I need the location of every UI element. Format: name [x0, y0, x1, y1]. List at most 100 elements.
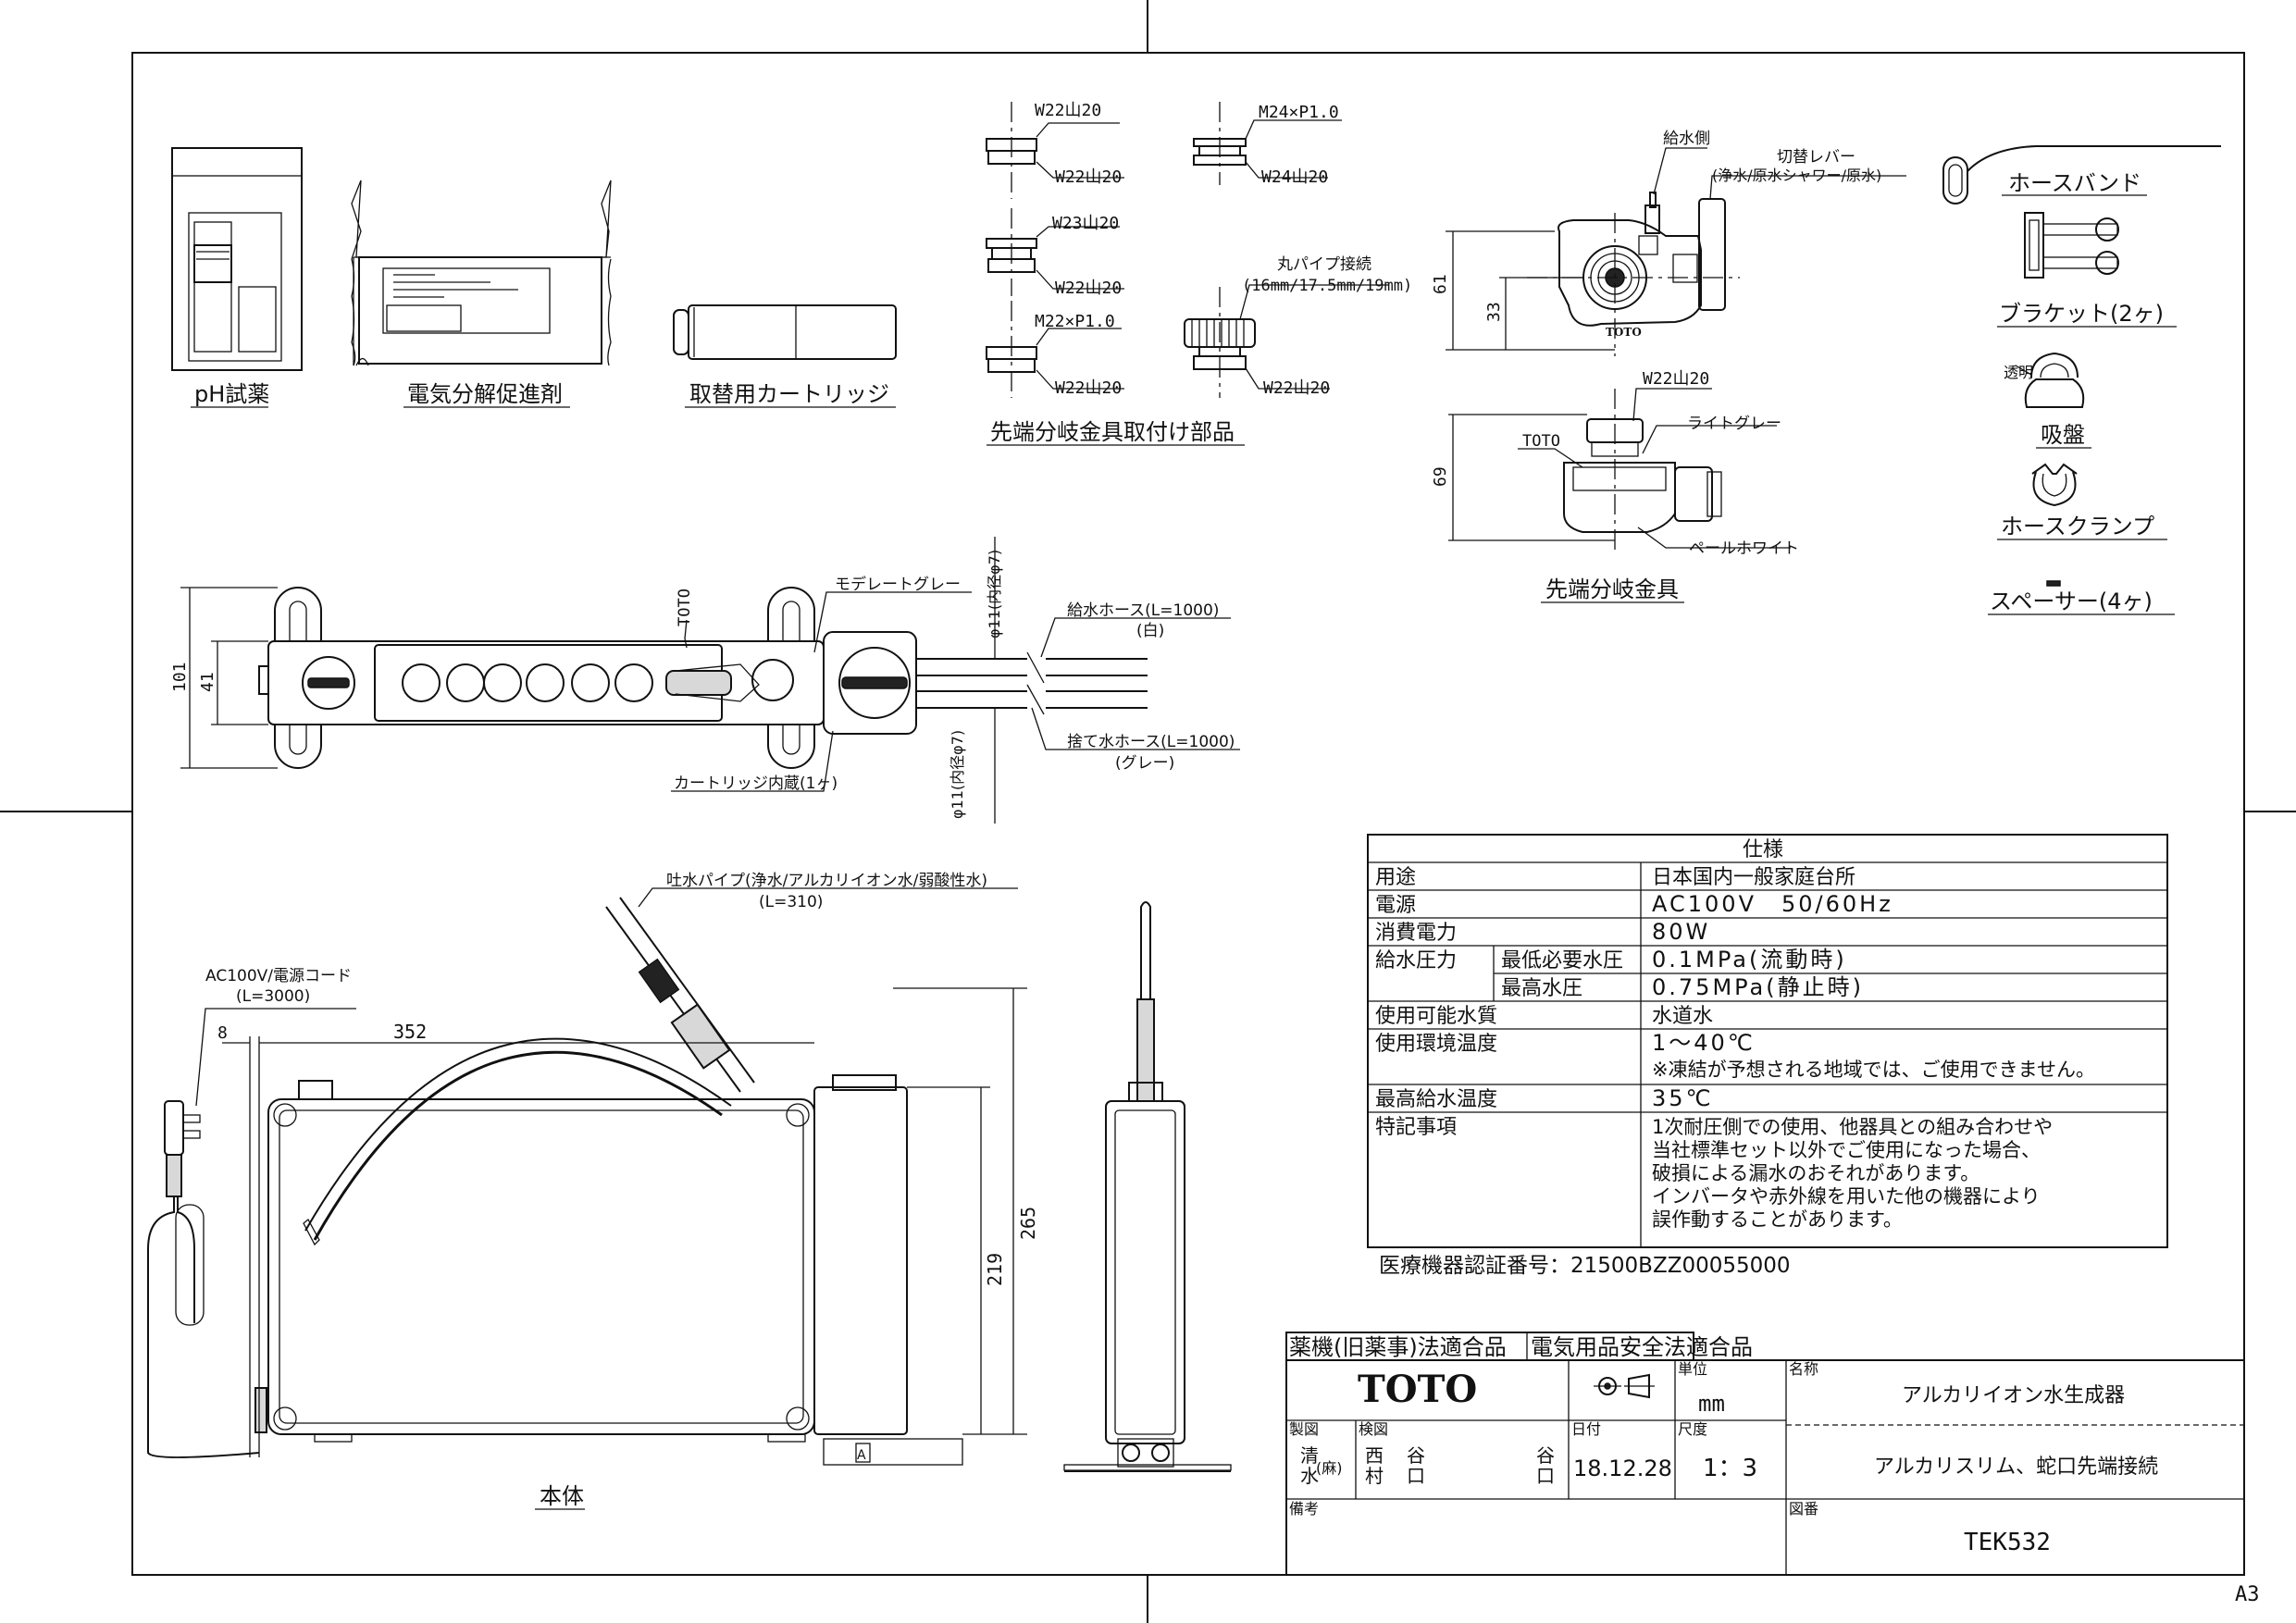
fitting-a-top-label: W22山20: [1035, 101, 1101, 120]
drawing-number: TEK532: [1964, 1529, 2051, 1556]
product-subtitle: アルカリスリム、蛇口先端接続: [1874, 1456, 2158, 1479]
top-view-toto-label: TOTO: [676, 588, 694, 626]
spec-note-line-0: 1次耐圧側での使用、他器具との組み合わせや: [1652, 1116, 2053, 1138]
checked-by-3-1: 口: [1536, 1465, 1555, 1487]
spec-label-3: 給水圧力: [1375, 949, 1457, 973]
date-value: 18.12.28: [1573, 1456, 1672, 1481]
tip-dim-61: 61: [1431, 274, 1450, 294]
spacer-label: スペーサー(4ヶ): [1990, 588, 2153, 614]
tip-water-side-label: 給水側: [1663, 130, 1710, 148]
spec-value-6-note: ※凍結が予想される地域では、ご使用できません。: [1652, 1059, 2095, 1081]
certification-number: 医療機器認証番号：21500BZZ00055000: [1379, 1254, 1791, 1278]
spout-pipe-length: (L=310): [759, 893, 823, 911]
suction-cup-label: 吸盤: [2041, 422, 2085, 448]
power-cord-label: AC100V/電源コード: [205, 967, 352, 985]
spec-note-line-1: 当社標準セット以外でご使用になった場合、: [1652, 1139, 2041, 1161]
drawing-no-label: 図番: [1789, 1500, 1818, 1518]
spec-sub-3: 最低必要水圧: [1501, 949, 1623, 973]
spec-label-0: 用途: [1375, 866, 1416, 889]
name-label: 名称: [1789, 1360, 1818, 1378]
spec-value-2: 80W: [1652, 919, 1710, 945]
spec-table-grid: [1367, 834, 2168, 1248]
spec-note-line-4: 誤作動することがあります。: [1652, 1208, 1903, 1231]
fitting-d-bottom-label: W24山20: [1261, 167, 1328, 187]
spout-pipe-label: 吐水パイプ(浄水/アルカリイオン水/弱酸性水): [666, 872, 987, 890]
fitting-d-top-label: M24×P1.0: [1259, 103, 1339, 122]
scale-label: 尺度: [1678, 1420, 1707, 1438]
company-logo: TOTO: [1358, 1368, 1477, 1411]
checked-by-2-0: 谷: [1407, 1444, 1425, 1467]
tip-toto-label: TOTO: [1522, 432, 1560, 451]
spec-value-1: AC100V 50/60Hz: [1652, 891, 1893, 917]
spec-sub-4: 最高水圧: [1501, 977, 1582, 1000]
checked-by-0: 西: [1365, 1444, 1384, 1467]
spec-value-5: 水道水: [1652, 1005, 1713, 1028]
svg-text:TOTO: TOTO: [1606, 326, 1642, 339]
fitting-b-top-label: W23山20: [1052, 214, 1119, 233]
spec-note-line-3: インバータや赤外線を用いた他の機器により: [1652, 1185, 2041, 1208]
fitting-b-bottom-label: W22山20: [1055, 279, 1122, 298]
dim-8: 8: [217, 1023, 228, 1043]
fitting-c-bottom-label: W22山20: [1055, 378, 1122, 398]
spec-label-8: 特記事項: [1375, 1116, 1457, 1139]
dim-101: 101: [170, 662, 190, 692]
cartridge-drawing: [673, 304, 897, 360]
tip-pale-white-label: ペールホワイト: [1689, 539, 1799, 558]
top-view-drawing: [180, 537, 1240, 824]
tip-dim-69: 69: [1431, 466, 1450, 487]
fitting-e-mid-label: (16mm/17.5mm/19mm): [1242, 277, 1412, 295]
tip-lever-modes-label: (浄水/原水シャワー/原水): [1712, 167, 1881, 184]
checked-by-1: 村: [1365, 1465, 1384, 1487]
fitting-parts-label: 先端分岐金具取付け部品: [990, 419, 1235, 445]
dim-265: 265: [1017, 1207, 1039, 1240]
fitting-e-bottom-label: W22山20: [1263, 378, 1330, 398]
dim-219: 219: [984, 1253, 1006, 1286]
sheet-size-label: A3: [2235, 1583, 2260, 1606]
cartridge-label: 取替用カートリッジ: [689, 381, 889, 407]
tip-dim-33: 33: [1484, 302, 1504, 322]
spec-value-4: 0.75MPa(静止時): [1652, 974, 1864, 1000]
product-name: アルカリイオン水生成器: [1902, 1384, 2125, 1407]
spec-table-title: 仕様: [1743, 838, 1783, 861]
tip-lever-label: 切替レバー: [1777, 148, 1855, 167]
right-accessories-drawing: [1942, 145, 2221, 587]
drain-hose-color: (グレー): [1115, 754, 1174, 773]
drawn-by-1: 水: [1300, 1465, 1319, 1487]
inner-dia-top-label: φ11(内径φ7): [986, 550, 1003, 638]
spec-value-0: 日本国内一般家庭台所: [1652, 866, 1855, 889]
drawn-by-0: 清: [1300, 1444, 1319, 1467]
ph-reagent-label: pH試薬: [194, 381, 269, 407]
dim-352: 352: [393, 1021, 427, 1043]
spec-value-7: 35℃: [1652, 1085, 1714, 1111]
drawn-by-2: (麻): [1316, 1459, 1343, 1477]
cartridge-inside-label: カートリッジ内蔵(1ヶ): [674, 774, 838, 793]
spec-label-1: 電源: [1375, 894, 1416, 917]
spec-label-2: 消費電力: [1375, 922, 1457, 945]
fitting-a-bottom-label: W22山20: [1055, 167, 1122, 187]
moderate-gray-label: モデレートグレー: [835, 575, 961, 594]
spec-label-5: 使用可能水質: [1375, 1005, 1497, 1028]
drain-hose-label: 捨て水ホース(L=1000): [1067, 733, 1235, 751]
transparent-label: 透明: [2004, 364, 2033, 381]
bracket-label: ブラケット(2ヶ): [1999, 301, 2164, 327]
scale-value: 1：3: [1703, 1455, 1757, 1482]
checked-label: 検図: [1359, 1420, 1388, 1438]
fitting-e-top-label: 丸パイプ接続: [1277, 255, 1371, 274]
unit-label: 単位: [1678, 1360, 1707, 1378]
drawn-label: 製図: [1289, 1420, 1319, 1438]
title-block: [1285, 1332, 2245, 1576]
hose-clamp-label: ホースクランプ: [2001, 514, 2154, 539]
dim-41: 41: [198, 672, 217, 692]
checked-by-3-0: 谷: [1536, 1444, 1555, 1467]
tip-fitting-label: 先端分岐金具: [1545, 576, 1679, 602]
ph-reagent-drawing: [171, 147, 303, 371]
supply-hose-color: (白): [1136, 622, 1164, 640]
body-label: 本体: [540, 1483, 584, 1509]
supply-hose-label: 給水ホース(L=1000): [1067, 601, 1219, 620]
electrolysis-agent-label: 電気分解促進剤: [407, 381, 563, 407]
electrolysis-agent-drawing: [351, 180, 612, 366]
compliance-pharma-label: 薬機(旧薬事)法適合品: [1289, 1334, 1507, 1360]
spec-value-6: 1～40℃: [1652, 1030, 1756, 1056]
